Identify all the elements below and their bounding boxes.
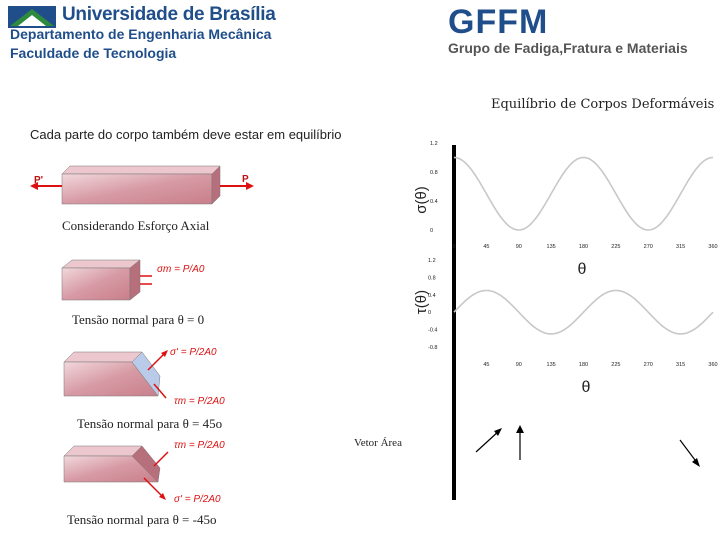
chart2-ytick: 0.8	[428, 275, 436, 281]
tau-m-neg-label: τm = P/2A0	[174, 440, 225, 451]
slide-subtitle: Cada parte do corpo também deve estar em…	[30, 127, 342, 142]
university-name: Universidade de Brasília	[62, 4, 276, 25]
chart1-curve	[453, 156, 714, 231]
axial-bar-figure: P' P	[30, 165, 254, 205]
department-name: Departamento de Engenharia Mecânica	[10, 26, 272, 42]
chart1-xtick: 180	[579, 244, 588, 250]
chart1-ytick: 0	[430, 228, 433, 234]
unb-logo	[8, 6, 56, 28]
cut45-figure: σ' = P/2A0 τm = P/2A0	[63, 347, 225, 407]
caption-theta0: Tensão normal para θ = 0	[72, 312, 205, 327]
chart1-xtick: 90	[516, 244, 522, 250]
chart1-xtick: 225	[611, 244, 620, 250]
chart2-xtick: 315	[676, 362, 685, 368]
chart1-xtick: 315	[676, 244, 685, 250]
chart2-ytick: 0.4	[428, 293, 436, 299]
force-left-label: P'	[34, 175, 43, 186]
chart2-xtick: 270	[644, 362, 653, 368]
force-right-label: P	[242, 174, 249, 185]
area-vector-45	[475, 429, 501, 453]
sigma-m-label: σm = P/A0	[157, 264, 205, 275]
caption-axial: Considerando Esforço Axial	[62, 218, 210, 233]
chart1-xtick: 135	[547, 244, 556, 250]
caption-theta45: Tensão normal para θ = 45o	[77, 416, 223, 431]
chart1-xtick: 45	[483, 244, 489, 250]
faculty-name: Faculdade de Tecnologia	[10, 45, 177, 61]
vector-area-label: Vetor Área	[354, 437, 402, 449]
normal-stress-figure: σm = P/A0	[61, 259, 205, 301]
chart1-ylabel: σ(θ)	[413, 186, 430, 214]
chart2-ylabel: τ(θ)	[413, 290, 430, 314]
gffm-logo: GFFM	[448, 3, 549, 41]
chart2-xlabel: θ	[582, 379, 591, 396]
cutneg45-figure: τm = P/2A0 σ' = P/2A0	[63, 440, 225, 505]
chart1-xtick: 270	[644, 244, 653, 250]
chart2-xtick: 225	[611, 362, 620, 368]
tau-m-label: τm = P/2A0	[174, 396, 225, 407]
chart2-xtick: 360	[708, 362, 717, 368]
chart2-xtick: 90	[516, 362, 522, 368]
chart1-ytick: 0.4	[430, 199, 438, 205]
chart1-xtick: 360	[708, 244, 717, 250]
slide-title: Equilíbrio de Corpos Deformáveis	[491, 97, 715, 112]
caption-thetaneg45: Tensão normal para θ = -45o	[67, 512, 217, 527]
chart1-ytick: 1.2	[430, 141, 438, 147]
chart2-curve	[453, 289, 714, 335]
chart2-xtick: 135	[547, 362, 556, 368]
chart2-ytick: 0	[428, 310, 431, 316]
sigma-prime-neg-label: σ' = P/2A0	[174, 494, 221, 505]
group-name: Grupo de Fadiga,Fratura e Materiais	[448, 40, 688, 56]
sigma-prime-label: σ' = P/2A0	[170, 347, 217, 358]
chart1-xtick: 0	[452, 244, 455, 250]
chart1-xlabel: θ	[578, 261, 587, 278]
chart1-ytick: 0.8	[430, 170, 438, 176]
chart2-xtick: 180	[579, 362, 588, 368]
chart2-ytick: -0.8	[428, 345, 437, 351]
chart2-ytick: 1.2	[428, 258, 436, 264]
chart2-xtick: 45	[483, 362, 489, 368]
chart2-ytick: -0.4	[428, 328, 437, 334]
